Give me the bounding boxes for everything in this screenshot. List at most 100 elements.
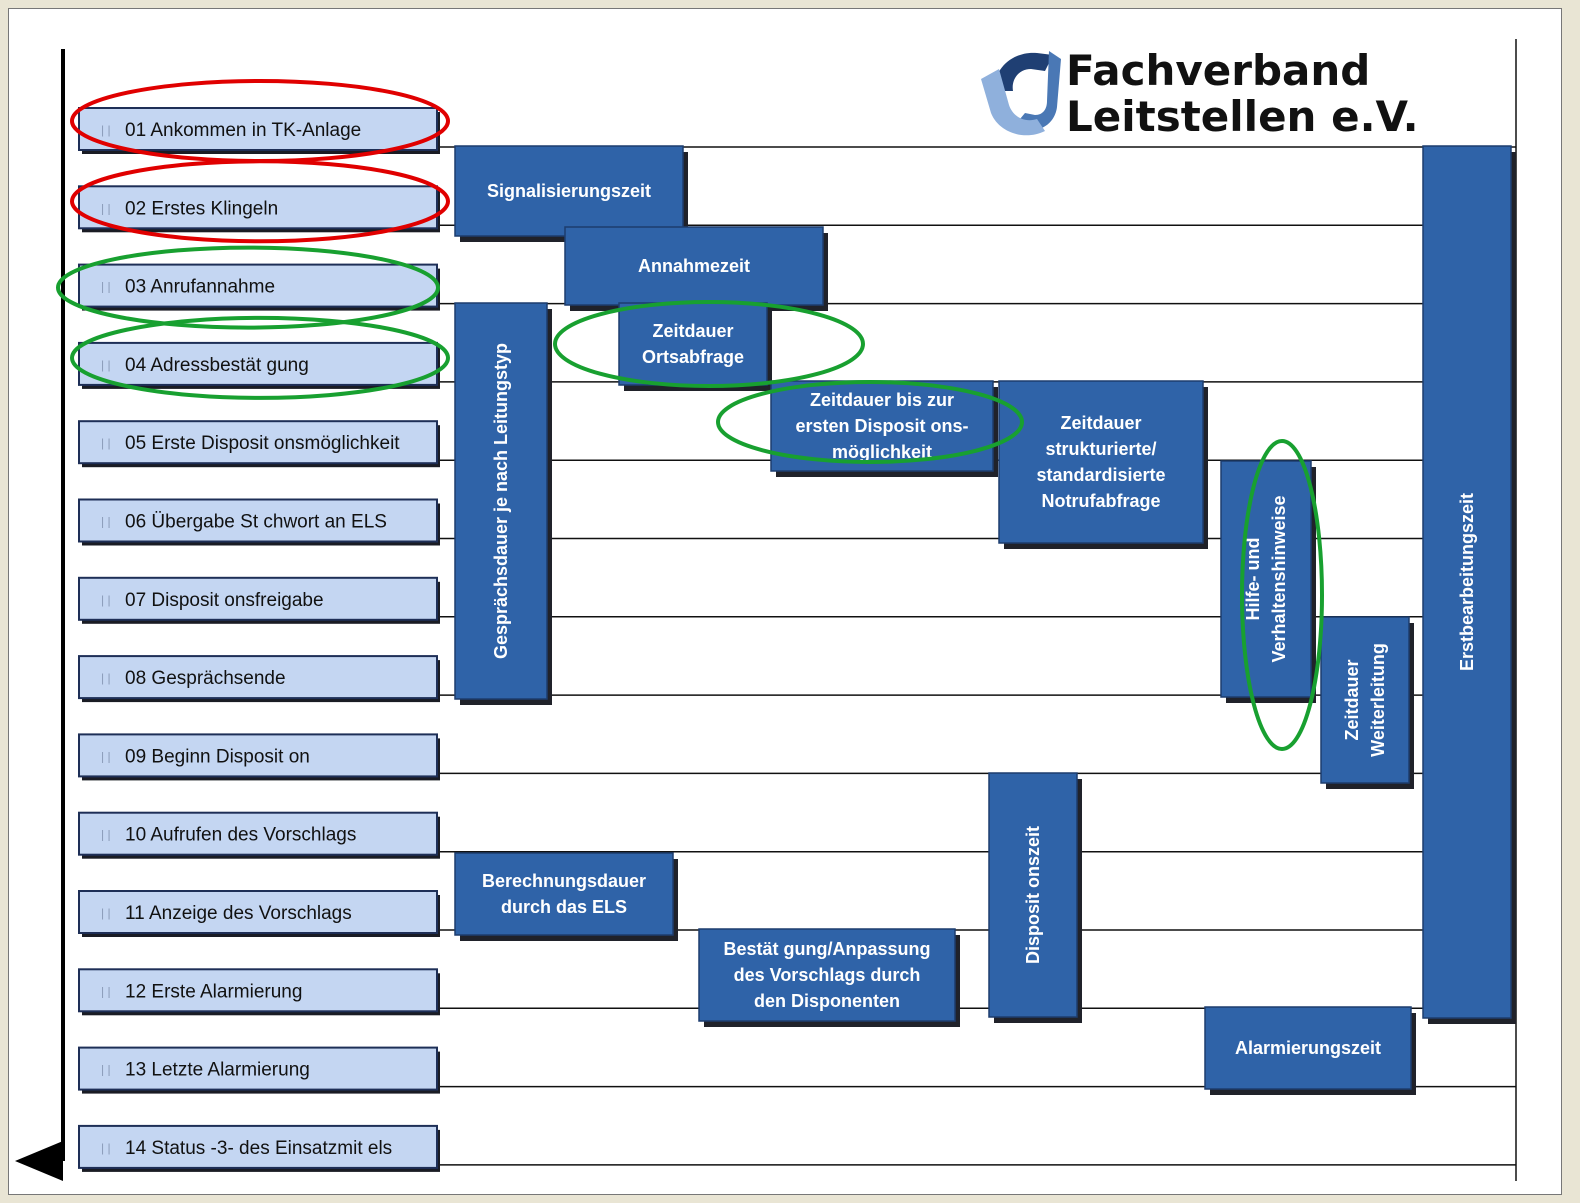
phase-bestaetigung: Bestät gung/Anpassung des Vorschlags durc… — [698, 928, 960, 1027]
step-12: | | 12 Erste Alarmierung — [78, 968, 440, 1016]
step-bullet-icon: | | — [101, 201, 111, 215]
phase-label: Berechnungsdauer — [482, 871, 646, 891]
step-box — [78, 107, 438, 151]
step-label: 07 Disposit onsfreigabe — [125, 590, 324, 611]
step-label: 04 Adressbestät gung — [125, 355, 309, 376]
logo-mark-icon — [981, 51, 1061, 136]
phase-label: Hilfe- und — [1243, 538, 1263, 621]
step-box — [78, 1124, 438, 1169]
logo: Fachverband Leitstellen e.V. — [981, 46, 1419, 141]
step-11: | |11 Anzeige des Vorschlags — [78, 890, 440, 937]
highlight-ring-red — [70, 159, 450, 244]
phase-label: strukturierte/ — [1045, 439, 1156, 459]
step-box — [78, 968, 438, 1013]
phase-box — [998, 380, 1204, 544]
step-bullet-icon: | | — [101, 593, 111, 607]
phase-signalisierungszeit: Signalisierungszeit — [454, 145, 688, 242]
step-02: | |02 Erstes Klingeln — [78, 185, 440, 233]
phase-label: durch das ELS — [501, 897, 627, 917]
phase-box — [698, 928, 956, 1022]
step-09: | | 09 Beginn Disposit on — [78, 733, 440, 781]
phase-box — [1422, 145, 1512, 1019]
phase-berechnungsdauer: Berechnungsdauer durch das ELS — [454, 852, 678, 941]
phase-label: ersten Disposit ons- — [795, 416, 968, 436]
diagram-page: Fachverband Leitstellen e.V. Signalisier… — [8, 8, 1562, 1195]
step-label: 01 Ankommen in TK-Anlage — [125, 120, 361, 141]
step-bullet-icon: | | — [101, 280, 111, 294]
phase-notrufabfrage: Zeitdauer strukturierte/standardisierteNo… — [998, 380, 1208, 549]
phase-label: Annahmezeit — [638, 256, 750, 276]
phase-boxes: SignalisierungszeitAnnahmezeitGesprächsd… — [454, 145, 1516, 1095]
highlight-ring-green — [716, 380, 1024, 464]
step-box — [78, 420, 438, 465]
step-bullet-icon: | | — [101, 358, 111, 372]
highlight-rings — [56, 79, 1324, 751]
phase-label: standardisierte — [1036, 465, 1165, 485]
step-box — [78, 1046, 438, 1091]
step-label: 03 Anrufannahme — [125, 277, 275, 298]
highlight-ring-green — [1240, 439, 1324, 751]
step-14: | |14 Status -3- des Einsatzmit els — [78, 1124, 440, 1172]
phase-weiterleitung: Zeitdauer Weiterleitung — [1320, 616, 1414, 789]
phase-label: Alarmierungszeit — [1235, 1038, 1381, 1058]
phase-dispositionszeit: Disposit onszeit — [988, 772, 1082, 1023]
phase-box — [1320, 616, 1410, 784]
step-10: | |10 Aufrufen des Vorschlags — [78, 811, 440, 859]
phase-box — [454, 852, 674, 936]
step-bullet-icon: | | — [101, 906, 111, 920]
step-box — [78, 811, 438, 856]
phase-label: Weiterleitung — [1368, 643, 1388, 757]
step-label: 12 Erste Alarmierung — [125, 981, 302, 1002]
step-label: 14 Status -3- des Einsatzmit els — [125, 1138, 392, 1159]
step-05: | | 05 Erste Disposit onsmöglichkeit — [78, 420, 440, 468]
phase-label: Zeitdauer bis zur — [810, 390, 954, 410]
phase-box — [618, 302, 768, 386]
phase-label: möglichkeit — [832, 442, 932, 462]
logo-line-1: Fachverband — [1066, 46, 1370, 95]
step-13: | | 13 Letzte Alarmierung — [78, 1046, 440, 1094]
step-08: | | 08 Gesprächsende — [78, 655, 440, 703]
step-box — [78, 733, 438, 778]
phase-label: Zeitdauer — [652, 321, 733, 341]
phase-label: Bestät gung/Anpassung — [723, 939, 930, 959]
phase-label: Erstbearbeitungszeit — [1457, 493, 1477, 671]
step-label: 08 Gesprächsende — [125, 668, 286, 689]
step-box — [78, 890, 438, 934]
step-label: 05 Erste Disposit onsmöglichkeit — [125, 433, 400, 454]
phase-label: den Disponenten — [754, 991, 900, 1011]
highlight-ring-green — [70, 315, 450, 400]
phase-box — [454, 145, 684, 237]
step-label: 13 Letzte Alarmierung — [125, 1060, 310, 1081]
phase-label: Zeitdauer — [1342, 659, 1362, 740]
phase-label: Notrufabfrage — [1041, 491, 1160, 511]
phase-erstbearbeitungszeit: Erstbearbeitungszeit — [1422, 145, 1516, 1024]
phase-label: Zeitdauer — [1060, 413, 1141, 433]
step-bullet-icon: | | — [101, 436, 111, 450]
phase-box — [454, 302, 548, 700]
step-bullet-icon: | | — [101, 515, 111, 529]
phase-label: Gesprächsdauer je nach Leitungstyp — [491, 343, 511, 659]
phase-alarmierungszeit: Alarmierungszeit — [1204, 1006, 1416, 1095]
step-01: | |01 Ankommen in TK-Anlage — [78, 107, 440, 154]
step-06: | |06 Übergabe St chwort an ELS — [78, 498, 440, 546]
step-bullet-icon: | | — [101, 671, 111, 685]
highlight-ring-green — [56, 245, 440, 330]
step-bullet-icon: | | — [101, 984, 111, 998]
step-box — [78, 263, 438, 308]
step-03: | | 03 Anrufannahme — [78, 263, 440, 311]
step-list: | |01 Ankommen in TK-Anlage| |02 Erstes … — [78, 107, 440, 1172]
phase-label: Ortsabfrage — [642, 347, 744, 367]
phase-box — [1220, 460, 1312, 698]
phase-label: Disposit onszeit — [1023, 826, 1043, 964]
phase-label: Signalisierungszeit — [487, 181, 651, 201]
step-07: | | 07 Disposit onsfreigabe — [78, 576, 440, 624]
highlight-ring-green — [553, 300, 865, 388]
step-label: 09 Beginn Disposit on — [125, 746, 310, 767]
step-bullet-icon: | | — [101, 749, 111, 763]
phase-label: des Vorschlags durch — [734, 965, 921, 985]
step-bullet-icon: | | — [101, 1063, 111, 1077]
phase-box — [988, 772, 1078, 1018]
step-04: | | 04 Adressbestät gung — [78, 341, 440, 389]
phase-box — [1204, 1006, 1412, 1090]
